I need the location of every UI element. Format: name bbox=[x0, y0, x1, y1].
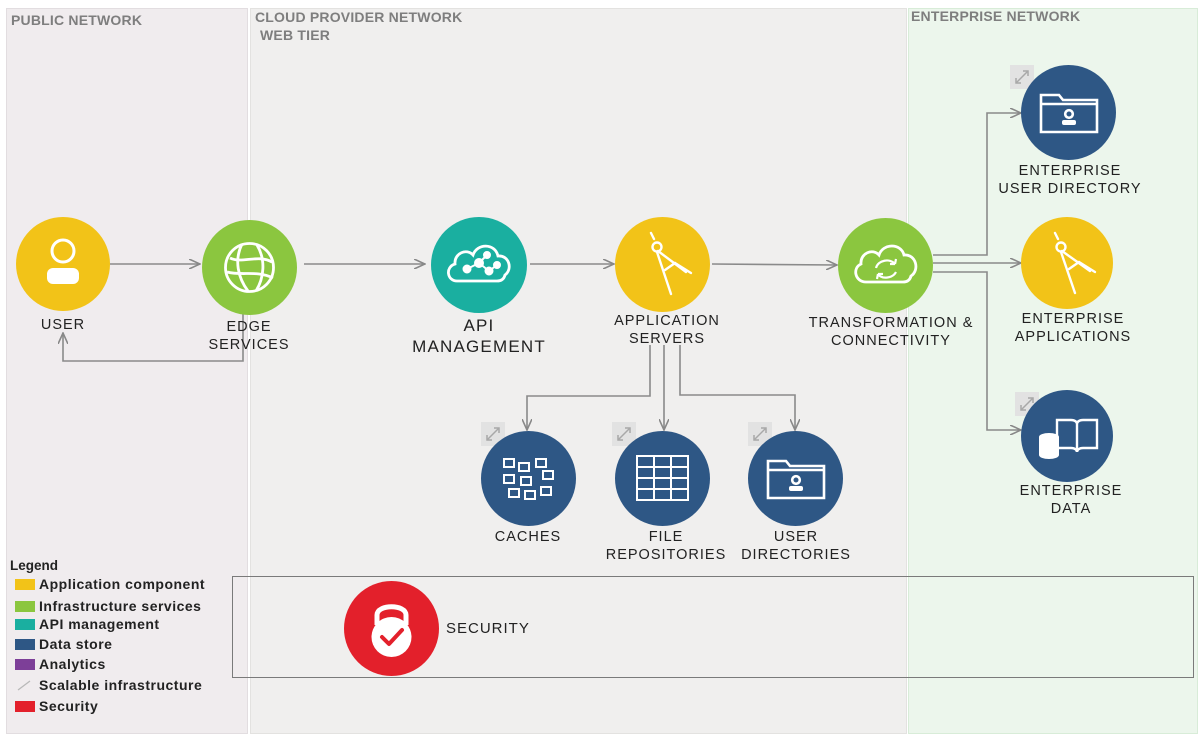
arrow-app-userdirs bbox=[679, 345, 795, 430]
legend-item: Scalable infrastructure bbox=[15, 676, 202, 694]
legend-swatch bbox=[15, 578, 35, 590]
compass-icon bbox=[1053, 231, 1097, 295]
caches-node[interactable] bbox=[481, 431, 576, 526]
public-network-zone bbox=[6, 8, 248, 734]
folder-user-icon bbox=[766, 459, 826, 500]
legend-swatch bbox=[15, 658, 35, 670]
cloud-sync-icon bbox=[854, 244, 918, 284]
cloud-network-icon bbox=[447, 244, 511, 283]
padlock-icon bbox=[371, 604, 412, 657]
folder-user-icon bbox=[1039, 93, 1099, 134]
user-directories-node[interactable] bbox=[748, 431, 843, 526]
arrow-transform-data bbox=[933, 271, 1021, 430]
legend-label: Scalable infrastructure bbox=[39, 677, 203, 693]
arrow-app-transform bbox=[711, 264, 837, 265]
edge-services-node[interactable] bbox=[202, 220, 297, 315]
transformation-label: TRANSFORMATION &CONNECTIVITY bbox=[808, 315, 974, 349]
file-table-icon bbox=[636, 455, 689, 501]
arrow-edge-user bbox=[63, 300, 244, 362]
public-network-title: PUBLIC NETWORK bbox=[11, 12, 143, 28]
compass-icon bbox=[649, 231, 693, 296]
legend-item: Data store bbox=[15, 635, 112, 653]
arrow-transform-userdir bbox=[933, 113, 1021, 256]
person-icon bbox=[47, 238, 79, 284]
caches-label: CACHES bbox=[494, 529, 562, 545]
enterprise-network-title: ENTERPRISE NETWORK bbox=[911, 8, 1081, 24]
api-management-node[interactable] bbox=[431, 217, 527, 313]
security-band bbox=[232, 576, 1194, 678]
file-repositories-node[interactable] bbox=[615, 431, 710, 526]
legend-item: Application component bbox=[15, 575, 205, 593]
legend-label: Application component bbox=[39, 576, 206, 592]
enterprise-data-node[interactable] bbox=[1021, 390, 1113, 482]
legend-label: Data store bbox=[39, 636, 113, 652]
globe-icon bbox=[224, 242, 275, 293]
legend-title: Legend bbox=[10, 558, 59, 573]
book-database-icon bbox=[1039, 418, 1099, 459]
scale-icon bbox=[15, 679, 35, 691]
legend-item: Analytics bbox=[15, 655, 106, 673]
enterprise-applications-node[interactable] bbox=[1021, 217, 1113, 309]
legend-label: Infrastructure services bbox=[39, 598, 202, 614]
legend-label: API management bbox=[39, 616, 160, 632]
legend-swatch bbox=[15, 618, 35, 630]
arrow-app-caches bbox=[527, 345, 651, 430]
legend-swatch bbox=[15, 600, 35, 612]
legend-item: Security bbox=[15, 697, 98, 715]
cache-grid-icon bbox=[503, 458, 554, 500]
security-node[interactable] bbox=[344, 581, 439, 676]
user-node[interactable] bbox=[16, 217, 110, 311]
legend-swatch bbox=[15, 638, 35, 650]
legend-item: Infrastructure services bbox=[15, 597, 201, 615]
user-label: USER bbox=[40, 317, 86, 333]
web-tier-title: WEB TIER bbox=[260, 27, 331, 43]
legend-swatch bbox=[15, 700, 35, 712]
transformation-node[interactable] bbox=[838, 218, 933, 313]
cloud-provider-title: CLOUD PROVIDER NETWORK bbox=[255, 9, 463, 25]
application-servers-node[interactable] bbox=[615, 217, 710, 312]
security-label: SECURITY bbox=[446, 620, 530, 637]
legend-label: Analytics bbox=[39, 656, 106, 672]
legend-label: Security bbox=[39, 698, 99, 714]
legend-item: API management bbox=[15, 615, 160, 633]
enterprise-user-directory-node[interactable] bbox=[1021, 65, 1116, 160]
